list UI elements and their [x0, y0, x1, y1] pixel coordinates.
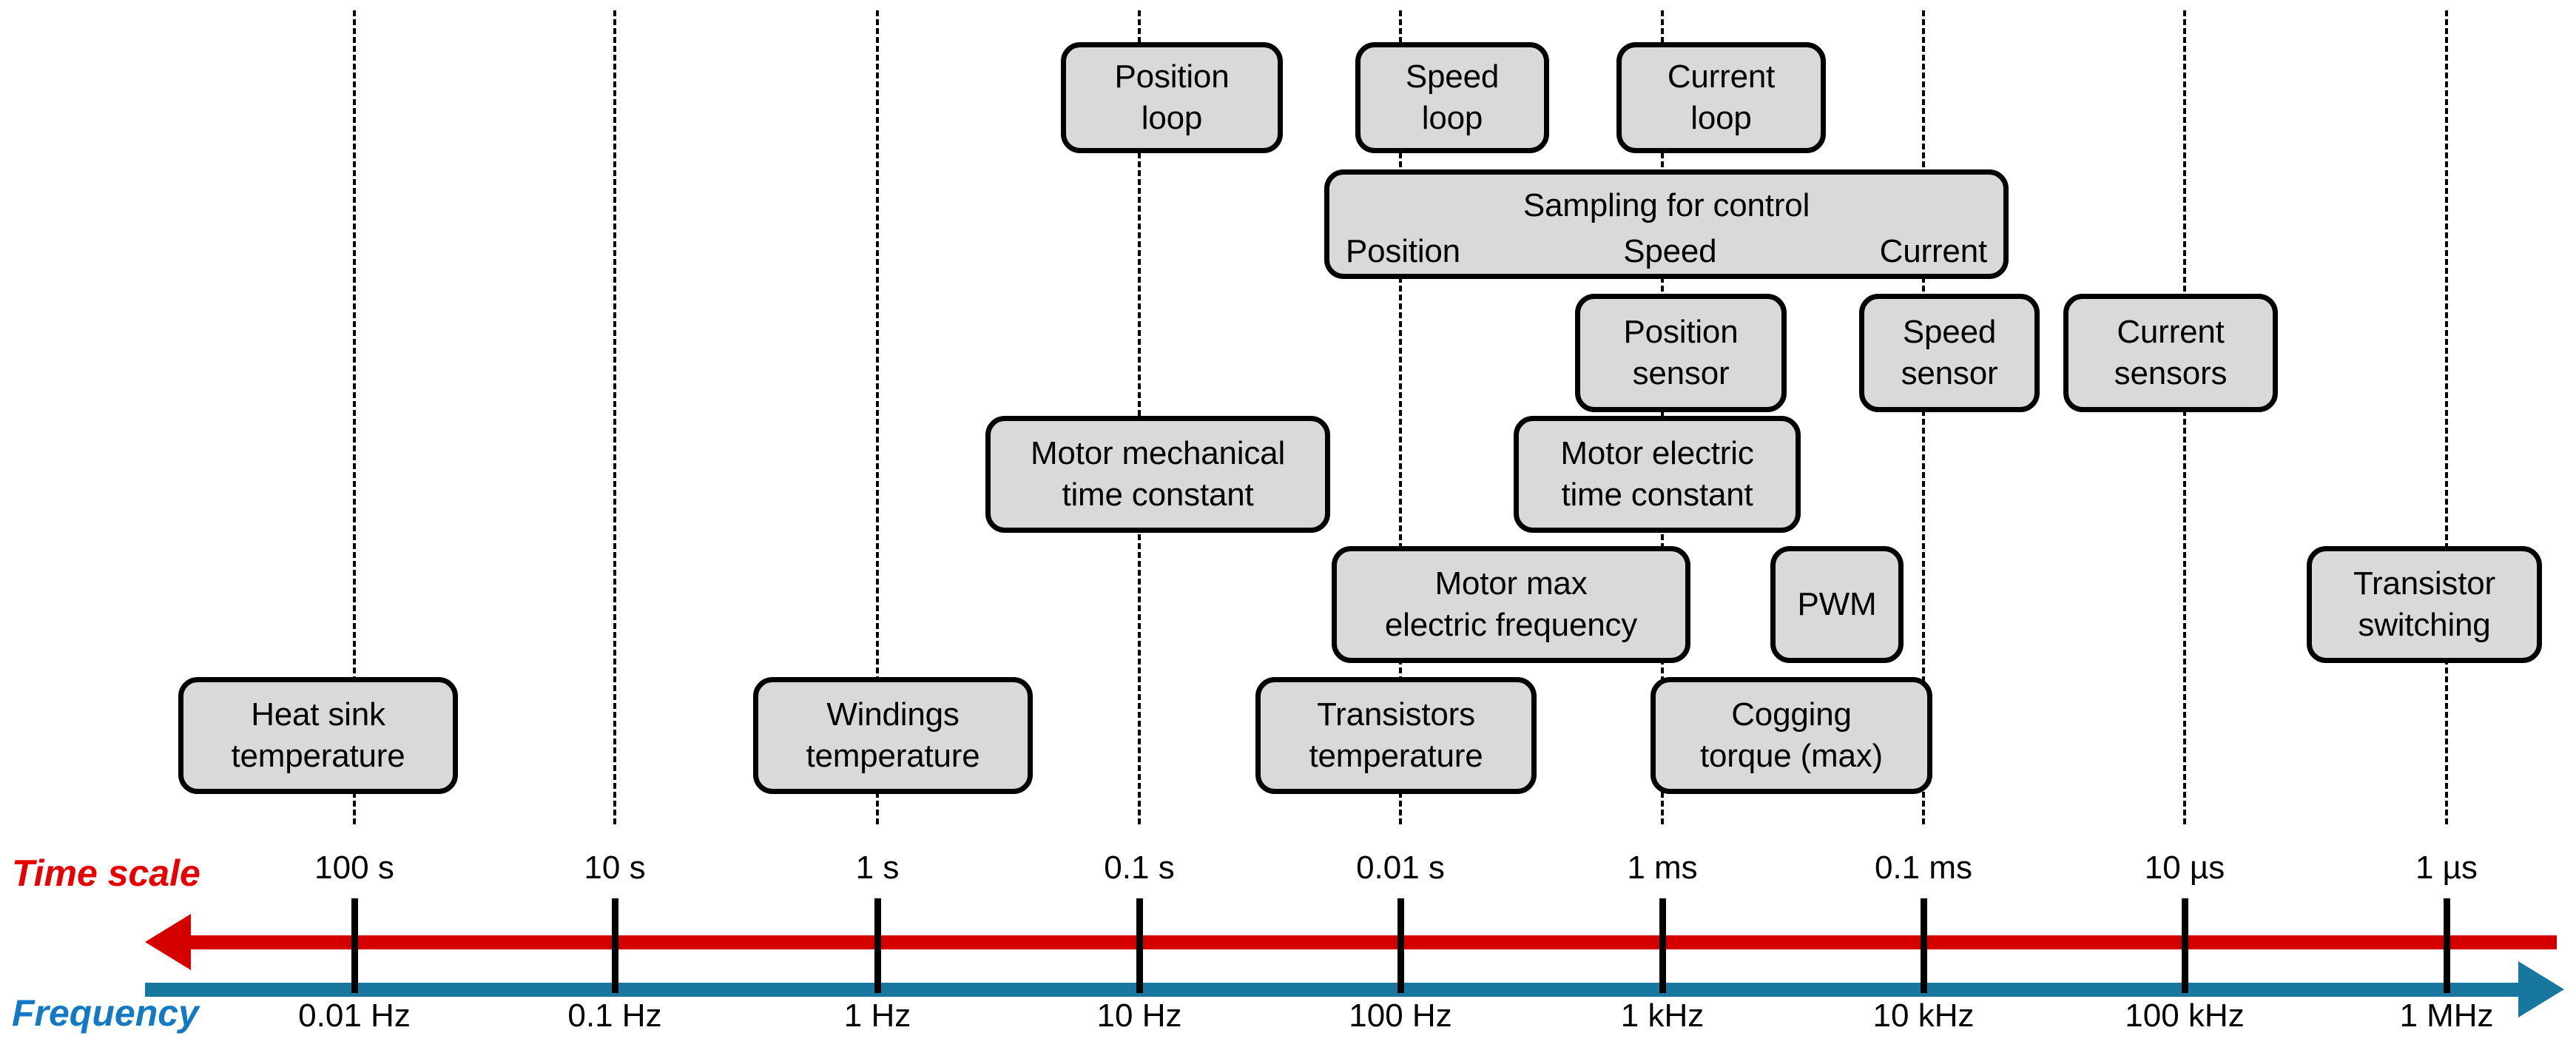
sampling-sub-position: Position: [1346, 233, 1460, 270]
frequency-tick-label-0: 0.01 Hz: [298, 998, 411, 1034]
sampling-subrow: Position Speed Current: [1329, 226, 2003, 272]
node-label-line1: Speed: [1405, 58, 1500, 95]
sampling-sub-current: Current: [1879, 233, 1988, 270]
node-transistors-temp[interactable]: Transistors temperature: [1255, 677, 1537, 794]
node-label-line1: Heat sink: [251, 696, 385, 733]
node-label-line1: Windings: [826, 696, 960, 733]
frequency-axis-label: Frequency: [12, 992, 199, 1034]
node-label-line1: Motor electric: [1560, 434, 1754, 471]
time-tick-label-3: 0.1 s: [1104, 850, 1175, 886]
node-label-line1: Motor mechanical: [1030, 434, 1286, 471]
node-label-line1: Position: [1623, 313, 1739, 350]
frequency-axis-line: [145, 983, 2518, 997]
time-tick-label-0: 100 s: [314, 850, 394, 886]
node-label-line1: Current: [1667, 58, 1776, 95]
sampling-title: Sampling for control: [1523, 187, 1810, 223]
time-axis-arrowhead: [145, 914, 191, 970]
node-label-line2: temperature: [1309, 738, 1483, 774]
node-label-line2: sensor: [1632, 355, 1730, 391]
node-label-line2: loop: [1690, 100, 1752, 136]
time-scale-axis-label: Time scale: [12, 852, 200, 894]
frequency-tick-label-4: 100 Hz: [1349, 998, 1452, 1034]
node-label-line1: Position: [1114, 58, 1230, 95]
node-label-line1: Speed: [1902, 313, 1997, 350]
axis-tick-7: [2182, 898, 2188, 993]
frequency-tick-label-5: 1 kHz: [1620, 998, 1705, 1034]
axis-tick-0: [351, 898, 358, 993]
node-label-line2: time constant: [1561, 477, 1753, 513]
node-label-line2: loop: [1141, 100, 1203, 136]
frequency-tick-label-6: 10 kHz: [1872, 998, 1975, 1034]
axis-tick-3: [1136, 898, 1143, 993]
node-sampling-for-control[interactable]: Sampling for control Position Speed Curr…: [1324, 169, 2009, 279]
node-windings-temp[interactable]: Windings temperature: [753, 677, 1033, 794]
time-tick-label-8: 1 µs: [2415, 850, 2478, 886]
node-label-line2: electric frequency: [1384, 607, 1638, 643]
node-label-line1: Motor max: [1434, 565, 1588, 602]
axis-tick-6: [1921, 898, 1927, 993]
node-position-sensor[interactable]: Position sensor: [1575, 294, 1787, 412]
axis-tick-8: [2444, 898, 2450, 993]
node-label-line2: torque (max): [1699, 738, 1883, 774]
node-label-line2: temperature: [231, 738, 405, 774]
frequency-tick-label-8: 1 MHz: [2399, 998, 2494, 1034]
frequency-tick-label-7: 100 kHz: [2125, 998, 2245, 1034]
node-heat-sink-temp[interactable]: Heat sink temperature: [178, 677, 458, 794]
gridline-7: [2183, 10, 2186, 824]
node-label-line2: loop: [1421, 100, 1483, 136]
frequency-tick-label-1: 0.1 Hz: [567, 998, 662, 1034]
node-pwm[interactable]: PWM: [1770, 546, 1904, 663]
node-current-loop[interactable]: Current loop: [1616, 42, 1826, 153]
sampling-sub-speed: Speed: [1623, 233, 1717, 270]
node-motor-max-elec-freq[interactable]: Motor max electric frequency: [1332, 546, 1690, 663]
time-tick-label-6: 0.1 ms: [1874, 850, 1973, 886]
axis-tick-1: [612, 898, 618, 993]
node-label-line2: switching: [2358, 607, 2491, 643]
time-tick-label-4: 0.01 s: [1356, 850, 1445, 886]
node-label-line1: Transistor: [2353, 565, 2495, 602]
node-label-line1: Transistors: [1317, 696, 1475, 733]
axis-tick-2: [874, 898, 881, 993]
node-motor-elec-tc[interactable]: Motor electric time constant: [1514, 416, 1801, 533]
time-tick-label-7: 10 µs: [2144, 850, 2225, 886]
node-label-line1: Current: [2117, 313, 2225, 350]
node-label-line2: sensors: [2114, 355, 2228, 391]
node-position-loop[interactable]: Position loop: [1061, 42, 1283, 153]
frequency-tick-label-3: 10 Hz: [1096, 998, 1182, 1034]
gridline-1: [613, 10, 616, 824]
node-label-line2: time constant: [1062, 477, 1254, 513]
node-label-line2: temperature: [806, 738, 980, 774]
node-cogging-torque[interactable]: Cogging torque (max): [1651, 677, 1932, 794]
node-speed-loop[interactable]: Speed loop: [1355, 42, 1549, 153]
node-label-line1: PWM: [1797, 585, 1877, 622]
node-label-line1: Cogging: [1731, 696, 1852, 733]
time-tick-label-2: 1 s: [855, 850, 900, 886]
node-transistor-switching[interactable]: Transistor switching: [2307, 546, 2542, 663]
frequency-tick-label-2: 1 Hz: [843, 998, 911, 1034]
axis-tick-4: [1397, 898, 1404, 993]
node-label-line2: sensor: [1901, 355, 1998, 391]
node-motor-mech-tc[interactable]: Motor mechanical time constant: [985, 416, 1330, 533]
time-axis-line: [189, 935, 2557, 949]
axis-tick-5: [1659, 898, 1666, 993]
time-tick-label-1: 10 s: [584, 850, 646, 886]
node-speed-sensor[interactable]: Speed sensor: [1859, 294, 2040, 412]
node-current-sensors[interactable]: Current sensors: [2063, 294, 2278, 412]
time-tick-label-5: 1 ms: [1627, 850, 1698, 886]
gridline-8: [2445, 10, 2448, 824]
frequency-axis-arrowhead: [2518, 961, 2564, 1017]
